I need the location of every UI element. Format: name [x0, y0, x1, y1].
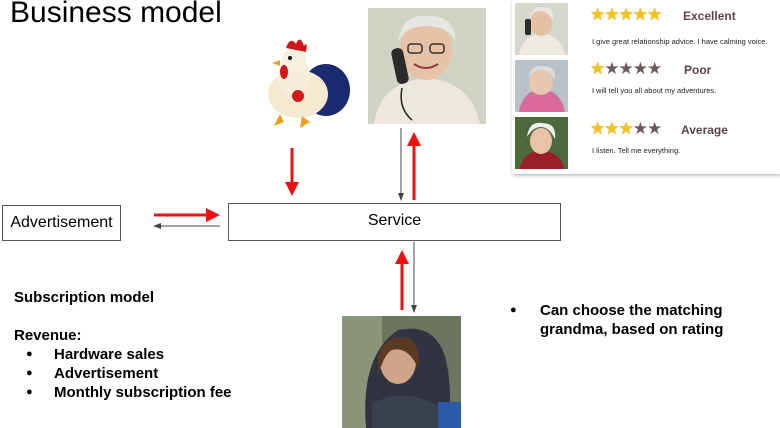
star-filled-icon: ★ [647, 5, 662, 24]
rating-label: Excellent [683, 9, 736, 23]
rating-bullet: ● Can choose the matching grandma, based… [510, 301, 770, 339]
rating-quote: I give great relationship advice. I have… [592, 37, 768, 46]
revenue-heading: Revenue: [14, 327, 82, 344]
rating-bullet-text: Can choose the matching grandma, based o… [540, 302, 724, 338]
advertisement-box: Advertisement [2, 205, 121, 241]
star-empty-icon: ★ [647, 59, 662, 78]
bullet-icon: ● [510, 304, 517, 316]
model-title: Subscription model [14, 289, 155, 306]
grandma-avatar [515, 60, 568, 112]
list-item: Hardware sales [14, 345, 232, 364]
revenue-section: Subscription model Revenue: Hardware sal… [14, 288, 232, 402]
service-box: Service [228, 203, 561, 241]
grandma-avatar [515, 3, 568, 55]
grandma-phone-image [368, 8, 486, 124]
ratings-panel: ★★★★★ Excellent I give great relationshi… [512, 0, 780, 174]
star-filled-icon: ★ [604, 119, 619, 138]
list-item: Advertisement [14, 364, 232, 383]
rating-row-poor[interactable]: ★★★★★ Poor I will tell you all about my … [512, 58, 780, 116]
star-filled-icon: ★ [618, 5, 634, 24]
rating-stars: ★★★★★ [590, 119, 662, 138]
revenue-list: Hardware sales Advertisement Monthly sub… [14, 345, 232, 402]
star-empty-icon: ★ [632, 59, 648, 78]
rating-stars: ★★★★★ [590, 59, 662, 78]
rating-quote: I will tell you all about my adventures. [592, 86, 717, 95]
rating-row-excellent[interactable]: ★★★★★ Excellent I give great relationshi… [512, 0, 780, 58]
rating-quote: I listen. Tell me everything. [592, 146, 681, 155]
star-filled-icon: ★ [618, 119, 634, 138]
rating-row-average[interactable]: ★★★★★ Average I listen. Tell me everythi… [512, 116, 780, 174]
star-empty-icon: ★ [618, 59, 634, 78]
star-empty-icon: ★ [604, 59, 619, 78]
rating-label: Average [681, 123, 728, 137]
rating-stars: ★★★★★ [590, 5, 662, 24]
toy-rooster-image [250, 30, 352, 130]
service-label: Service [367, 212, 422, 229]
star-filled-icon: ★ [604, 5, 619, 24]
slide-title: Business model [10, 0, 222, 29]
user-image [342, 316, 461, 428]
advertisement-label: Advertisement [10, 214, 113, 231]
star-empty-icon: ★ [632, 119, 648, 138]
star-filled-icon: ★ [590, 119, 605, 138]
star-filled-icon: ★ [590, 59, 605, 78]
star-filled-icon: ★ [590, 5, 605, 24]
star-filled-icon: ★ [632, 5, 648, 24]
rating-label: Poor [684, 63, 712, 77]
grandma-avatar [515, 117, 568, 169]
star-empty-icon: ★ [647, 119, 662, 138]
list-item: Monthly subscription fee [14, 383, 232, 402]
